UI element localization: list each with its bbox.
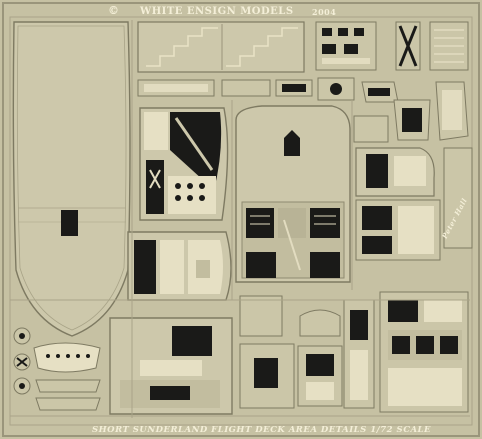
- bottom-left-small-parts: [13, 327, 101, 411]
- year-mark: 2004: [312, 7, 337, 17]
- lower-right-parts: [343, 291, 469, 413]
- top-right-small-parts: [315, 21, 469, 71]
- brand-name: WHITE ENSIGN MODELS: [140, 6, 294, 17]
- right-column-parts: [353, 81, 473, 249]
- instrument-panel-left: [139, 107, 229, 221]
- fret-sprues: [10, 20, 470, 418]
- fret-title: SHORT SUNDERLAND FLIGHT DECK AREA DETAIL…: [92, 425, 432, 435]
- stepped-bulkhead: [137, 21, 305, 73]
- bottom-centre-parts: [109, 295, 343, 415]
- right-instrument-panel: [355, 147, 441, 261]
- large-floor-panel: [12, 21, 131, 337]
- central-cockpit-panel: [235, 105, 351, 283]
- lower-left-panel: [127, 231, 232, 301]
- small-strip-parts: [137, 77, 399, 103]
- copyright-symbol: ©: [108, 4, 120, 17]
